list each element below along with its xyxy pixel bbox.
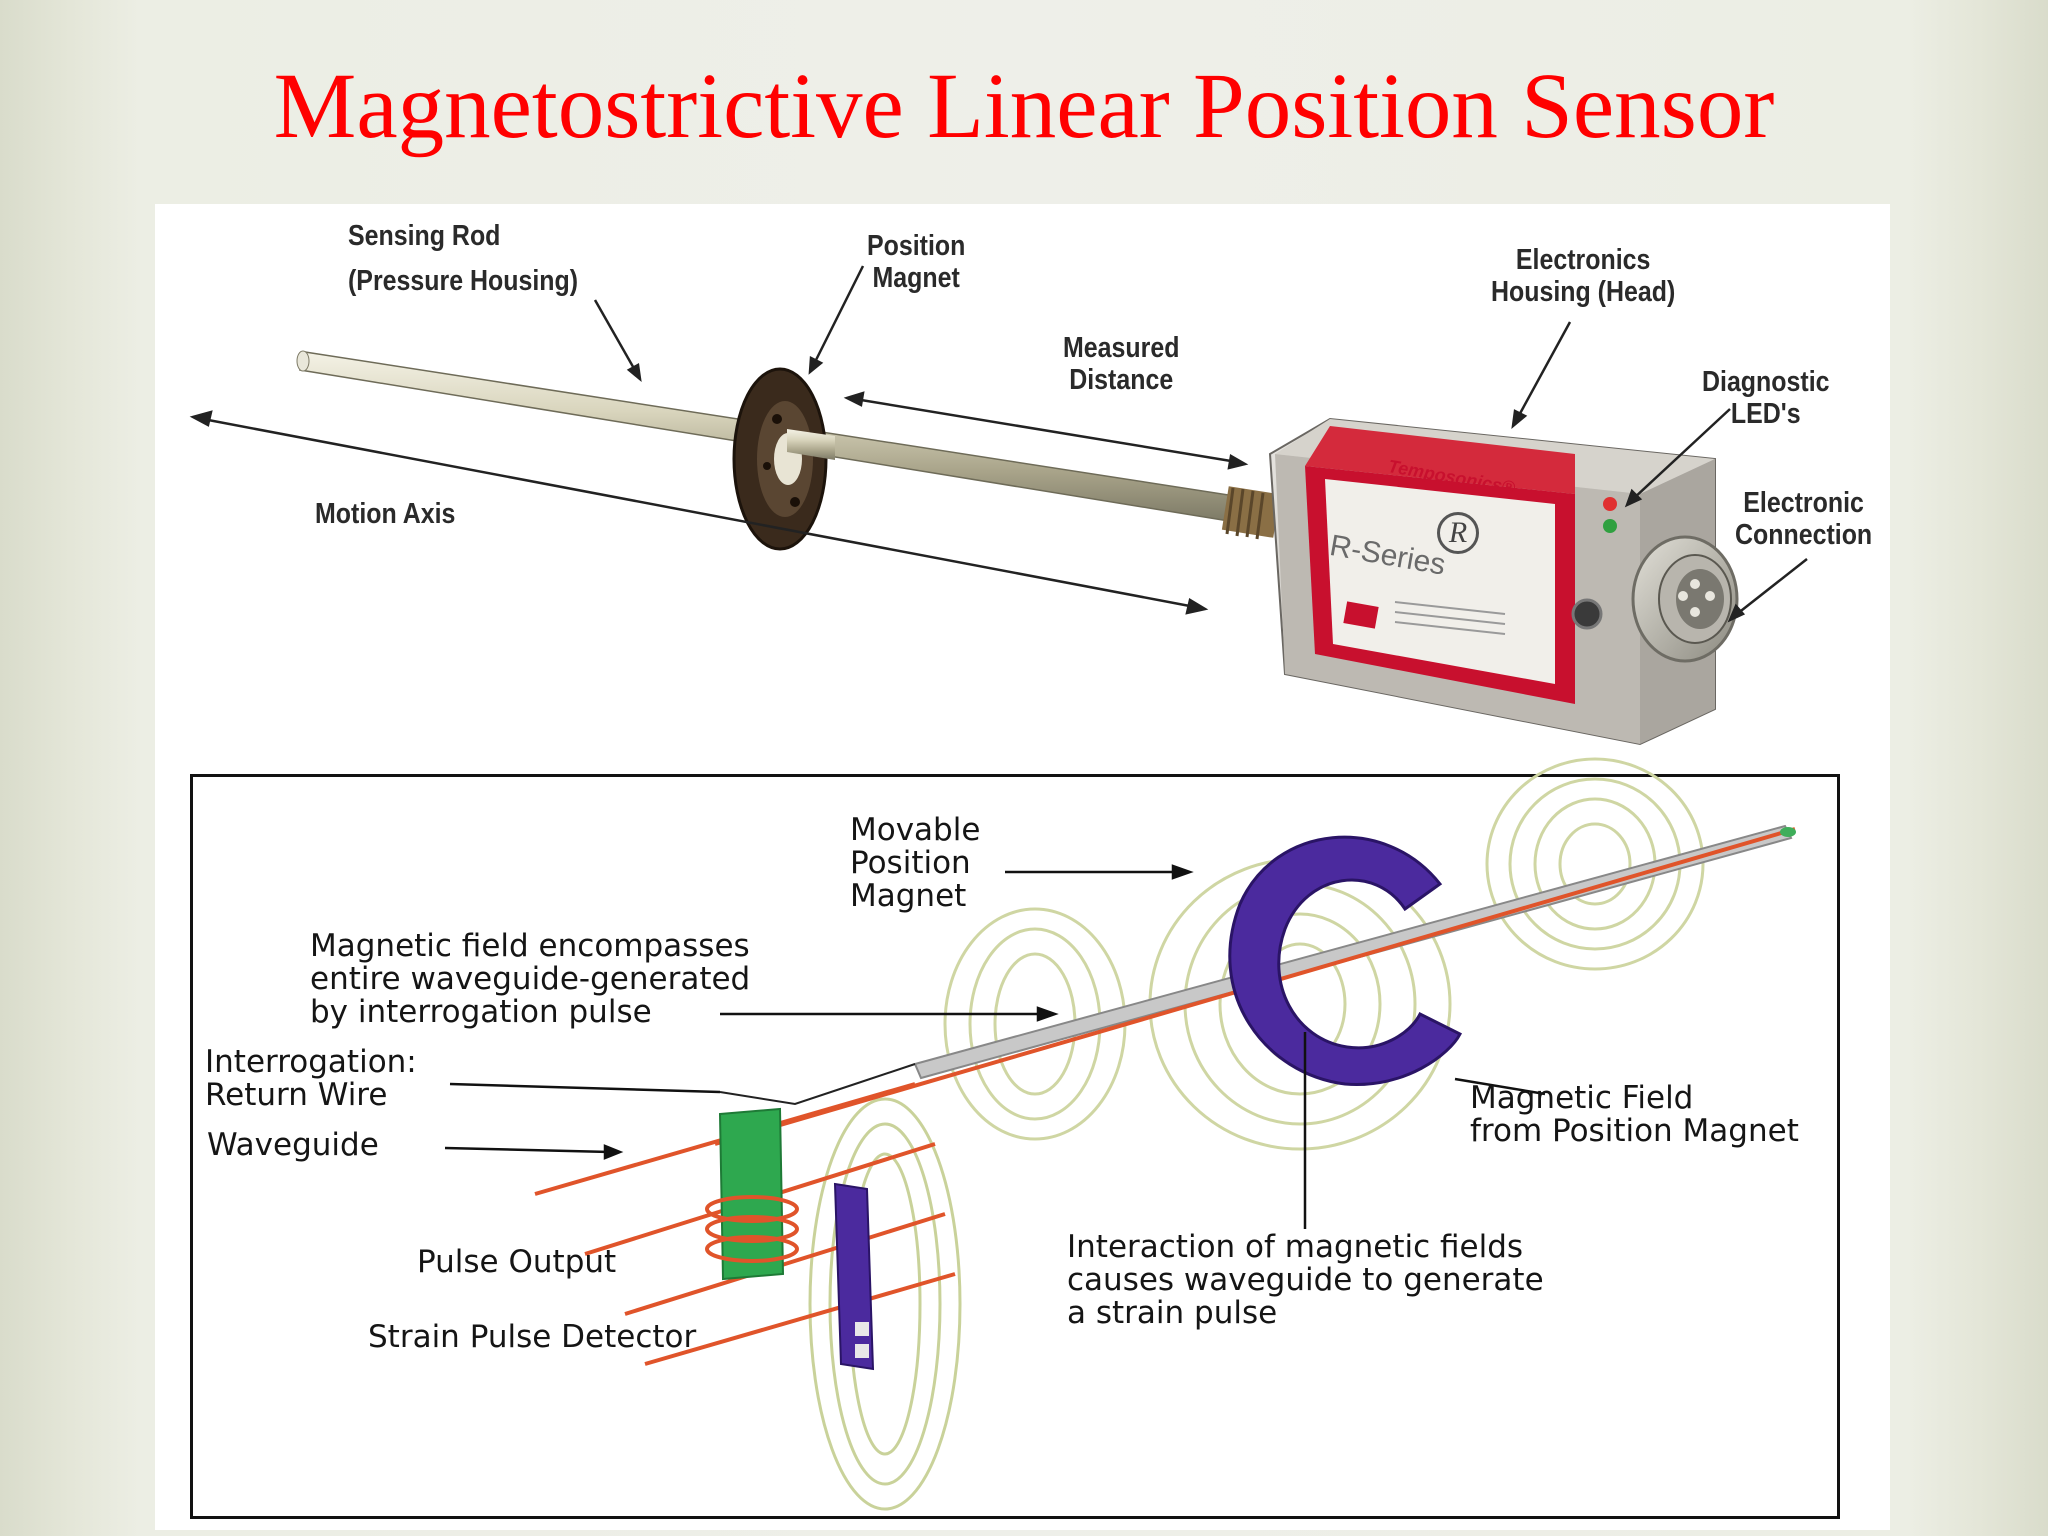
movable-position-magnet-label: Movable Position Magnet — [850, 812, 981, 914]
interrogation-return-wire-label: Interrogation: Return Wire — [205, 1044, 417, 1113]
slide-title: Magnetostrictive Linear Position Sensor — [273, 55, 1775, 158]
pulse-output-label: Pulse Output — [417, 1244, 617, 1280]
electronic-connector — [1631, 535, 1739, 663]
motion-axis-label: Motion Axis — [315, 498, 456, 530]
strain-pulse-detector-label: Strain Pulse Detector — [368, 1319, 697, 1355]
sensing-rod-label: Sensing Rod (Pressure Housing) — [348, 220, 579, 297]
measured-distance-label: Measured Distance — [1063, 332, 1180, 396]
electronic-connection-label: Electronic Connection — [1735, 487, 1873, 551]
interaction-strain-pulse-label: Interaction of magnetic fields causes wa… — [1067, 1229, 1544, 1331]
position-magnet-ring — [732, 367, 835, 551]
diagnostic-led-green — [1603, 519, 1617, 533]
sensor-figure: Temposonics® R-Series R Sensing Rod (Pre… — [155, 204, 1890, 1530]
top-callout-arrows — [189, 265, 1808, 623]
electronics-housing-head — [1268, 417, 1716, 746]
waveguide-label: Waveguide — [207, 1127, 379, 1163]
magnetic-field-encompasses-label: Magnetic field encompasses entire wavegu… — [310, 928, 751, 1030]
position-magnet-label: Position Magnet — [867, 230, 966, 294]
magnetic-field-from-magnet-label: Magnetic Field from Position Magnet — [1470, 1080, 1799, 1149]
electronics-housing-label: Electronics Housing (Head) — [1491, 244, 1676, 308]
diagnostic-leds-label: Diagnostic LED's — [1702, 366, 1830, 430]
thread-fitting — [1221, 486, 1281, 540]
waveguide-diagram-frame — [190, 774, 1840, 1519]
sensor-photo-illustration — [189, 265, 1808, 746]
diagnostic-led-red — [1603, 497, 1617, 511]
housing-r-logo: R — [1437, 512, 1479, 554]
